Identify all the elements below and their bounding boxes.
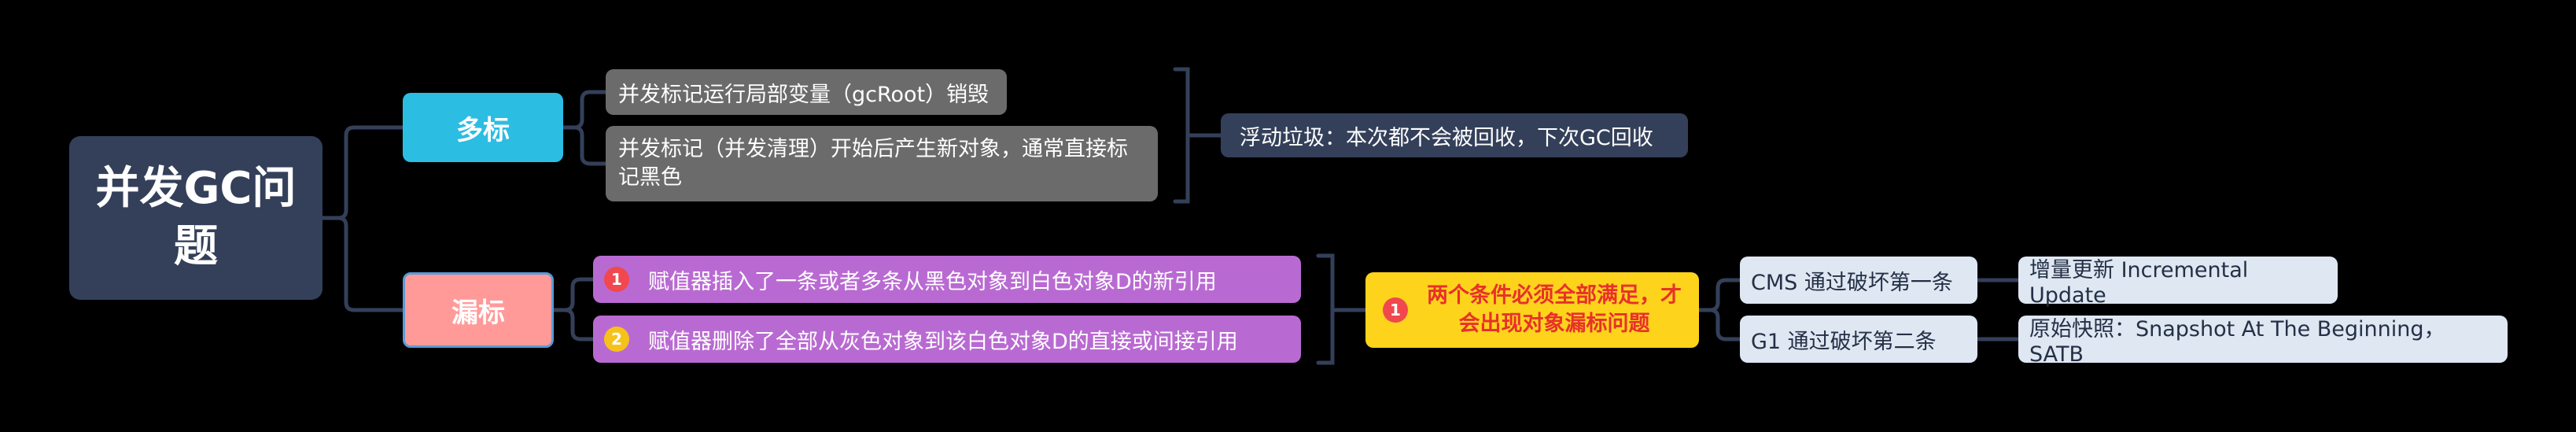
loubiao-condition-2[interactable]: 2 赋值器删除了全部从灰色对象到该白色对象D的直接或间接引用 <box>593 316 1301 363</box>
root-title: 并发GC问题 <box>95 163 297 272</box>
loubiao-condition-1[interactable]: 1 赋值器插入了一条或者多条从黑色对象到白色对象D的新引用 <box>593 256 1301 303</box>
connector-duobiao-item1 <box>561 90 608 130</box>
duobiao-summary[interactable]: 浮动垃圾：本次都不会被回收，下次GC回收 <box>1221 113 1688 157</box>
root-node[interactable]: 并发GC问题 <box>69 136 322 300</box>
duobiao-item-2-text: 并发标记（并发清理）开始后产生新对象，通常直接标记黑色 <box>618 137 1128 190</box>
loubiao-summary[interactable]: 1 两个条件必须全部满足，才会出现对象漏标问题 <box>1365 272 1699 348</box>
connector-loubiao-item1 <box>551 277 595 312</box>
loubiao-condition-1-text: 赋值器插入了一条或者多条从黑色对象到白色对象D的新引用 <box>648 269 1217 294</box>
duobiao-item-1-text: 并发标记运行局部变量（gcRoot）销毁 <box>618 82 989 107</box>
solution-cms[interactable]: CMS 通过破坏第一条 <box>1740 257 1977 304</box>
priority-1-icon: 1 <box>604 267 629 292</box>
connector-condition-g1 <box>1697 308 1742 342</box>
loubiao-condition-2-text: 赋值器删除了全部从灰色对象到该白色对象D的直接或间接引用 <box>648 329 1238 354</box>
strategy-satb-text: 原始快照：Snapshot At The Beginning，SATB <box>2029 317 2445 367</box>
solution-g1-text: G1 通过破坏第二条 <box>1751 329 1937 354</box>
duobiao-item-2[interactable]: 并发标记（并发清理）开始后产生新对象，通常直接标记黑色 <box>606 126 1158 201</box>
priority-2-icon: 2 <box>604 327 629 352</box>
duobiao-summary-text: 浮动垃圾：本次都不会被回收，下次GC回收 <box>1240 125 1653 150</box>
connector-root-loubiao <box>320 216 405 312</box>
connector-condition-cms <box>1697 278 1742 312</box>
solution-g1[interactable]: G1 通过破坏第二条 <box>1740 316 1977 363</box>
bracket-loubiao <box>1316 253 1335 365</box>
category-loubiao[interactable]: 漏标 <box>403 272 554 348</box>
loubiao-summary-text: 两个条件必须全部满足，才会出现对象漏标问题 <box>1427 283 1682 336</box>
priority-1-icon: 1 <box>1383 297 1408 323</box>
strategy-incremental-update[interactable]: 增量更新 Incremental Update <box>2018 257 2338 308</box>
category-duobiao-label: 多标 <box>456 114 510 146</box>
category-loubiao-label: 漏标 <box>451 297 505 329</box>
category-duobiao[interactable]: 多标 <box>403 93 563 162</box>
connector-loubiao-item2 <box>551 308 595 342</box>
strategy-satb[interactable]: 原始快照：Snapshot At The Beginning，SATB <box>2018 316 2508 367</box>
connector-root-duobiao <box>320 125 405 220</box>
strategy-incremental-update-text: 增量更新 Incremental Update <box>2029 258 2249 308</box>
solution-cms-text: CMS 通过破坏第一条 <box>1751 270 1953 295</box>
connector-duobiao-item2 <box>561 125 608 166</box>
duobiao-item-1[interactable]: 并发标记运行局部变量（gcRoot）销毁 <box>606 69 1007 115</box>
